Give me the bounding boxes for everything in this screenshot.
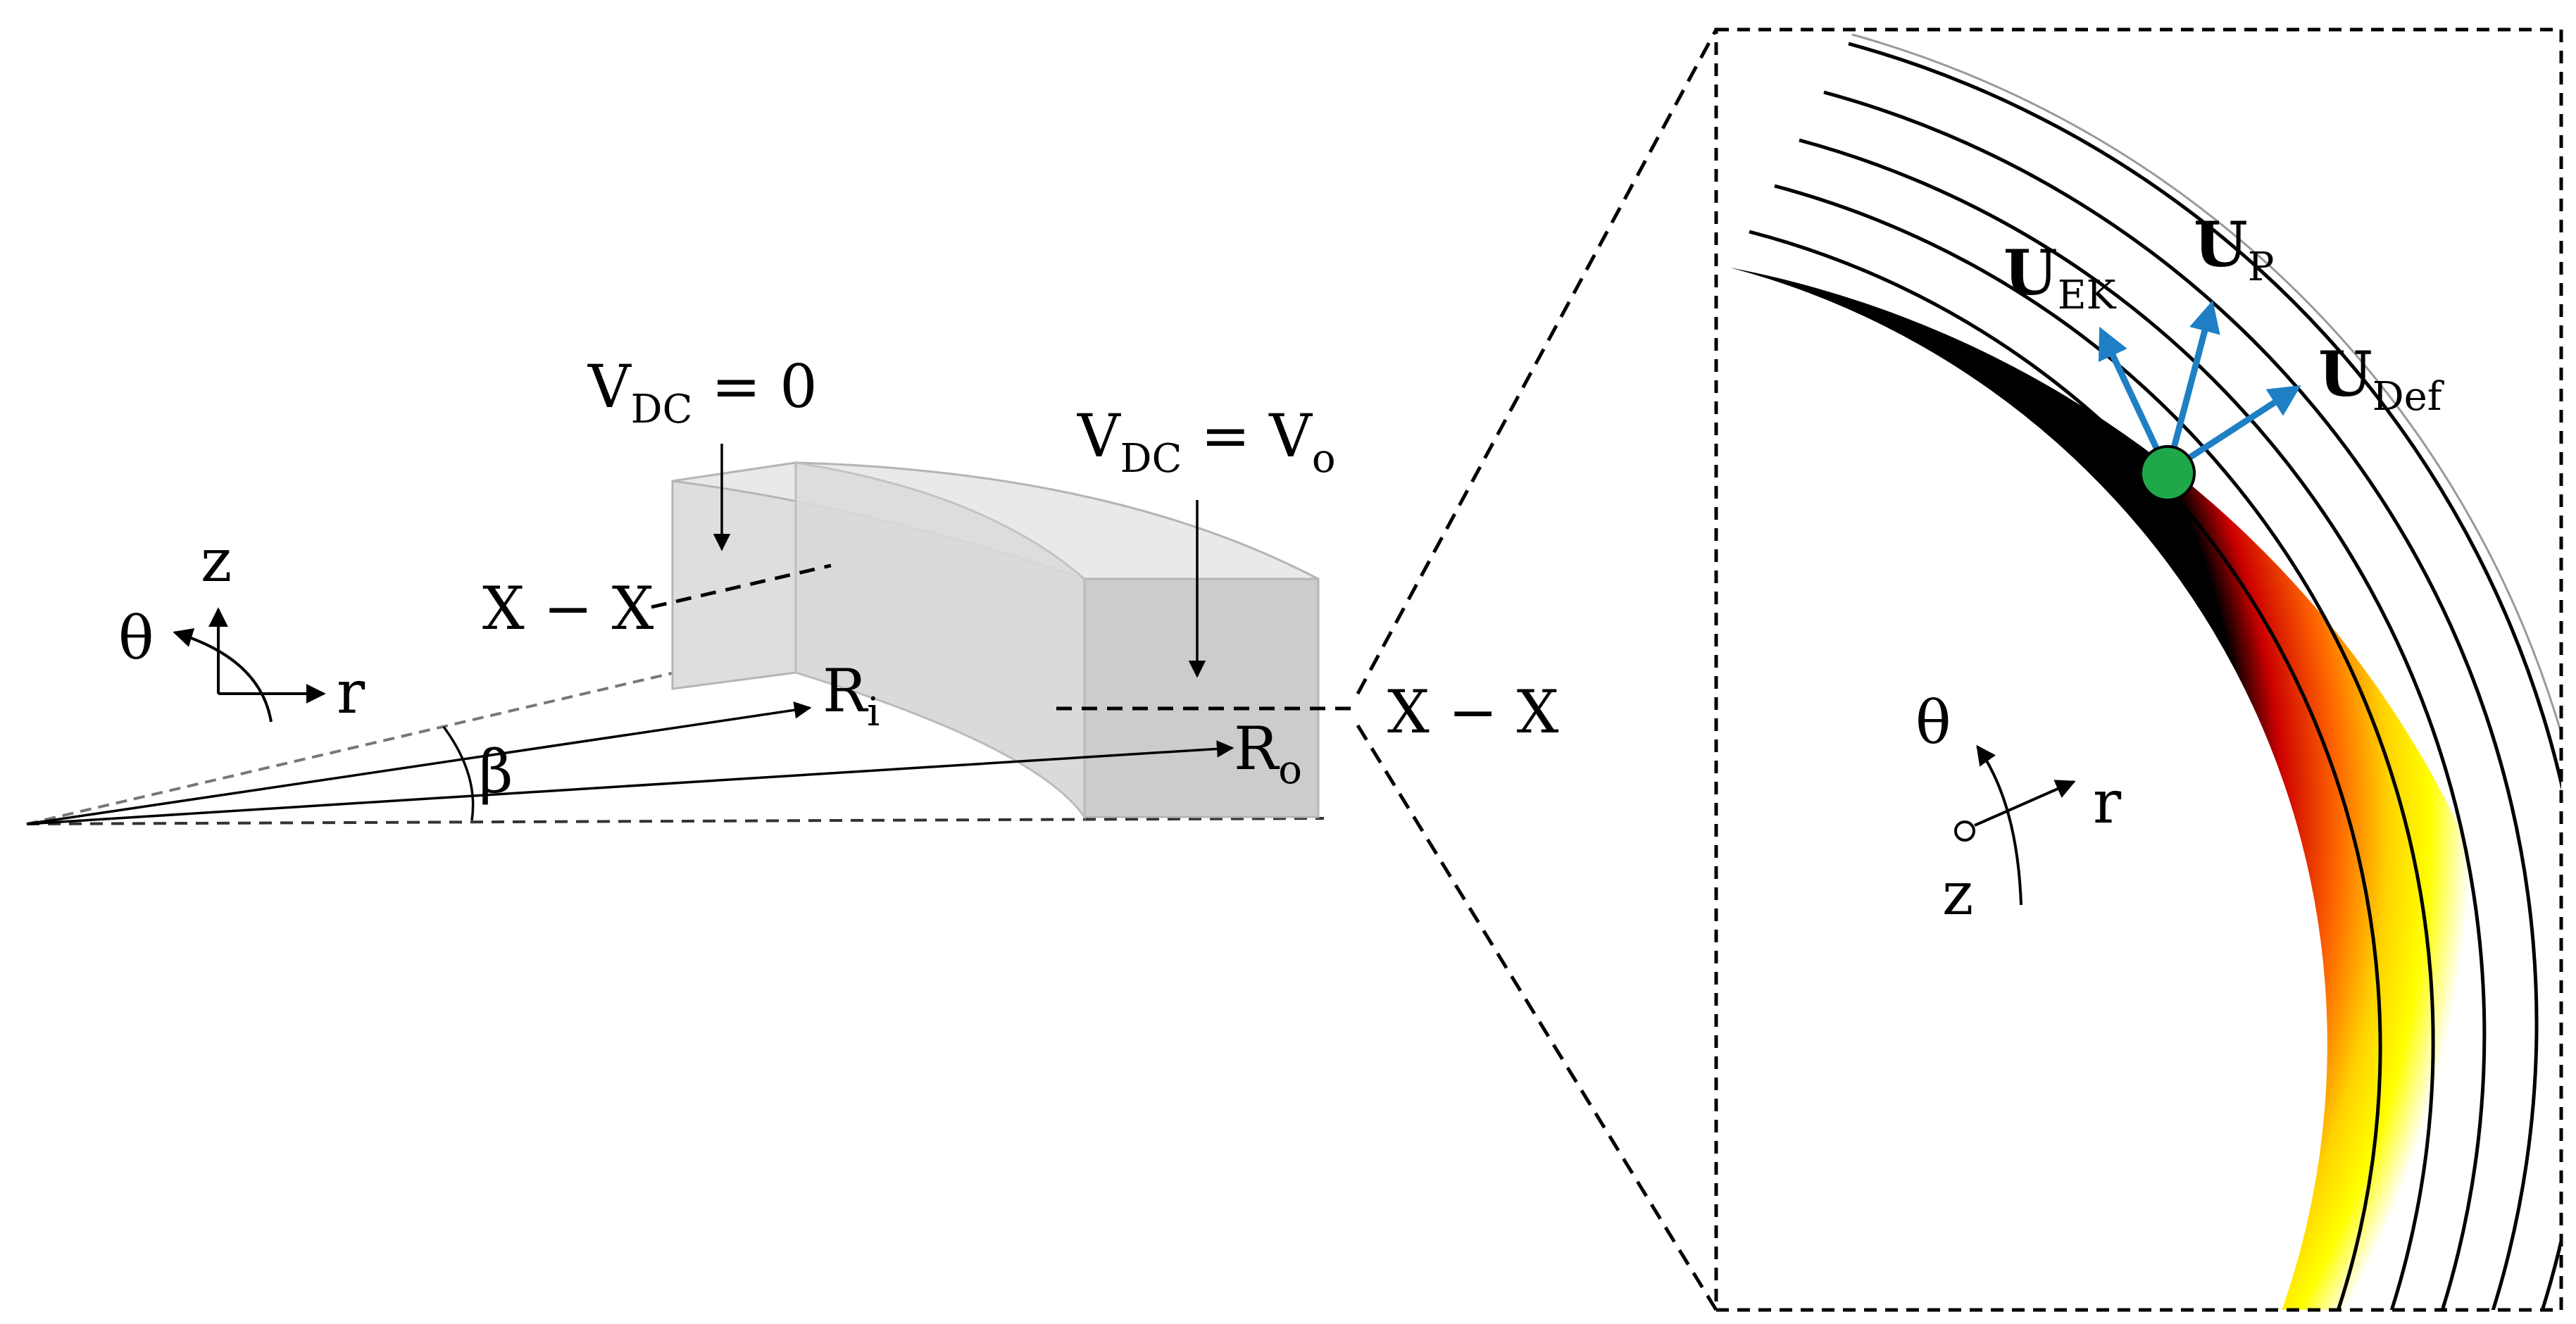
streamline-1 — [1749, 230, 2382, 1310]
streamline-3 — [1799, 138, 2487, 1310]
section-label-right: X − X — [1387, 677, 1559, 747]
r-axis-label-inset: r — [2093, 768, 2122, 837]
theta-axis-label: θ — [118, 604, 154, 673]
vector-u-p-arrow — [2164, 300, 2220, 473]
streamline-2 — [1774, 184, 2435, 1310]
boundary-inner-label: VDC = 0 — [587, 352, 818, 432]
section-label-left: X − X — [482, 574, 654, 643]
theta-arc-inset — [1976, 744, 2022, 906]
section-line-left — [651, 563, 832, 609]
inset-border — [1714, 27, 2563, 1312]
vector-u-p-label: UP — [2194, 208, 2274, 290]
band-outer-edge — [1851, 33, 2561, 1310]
streamline-5 — [1848, 42, 2561, 1310]
z-axis-circle — [1954, 820, 1975, 842]
guide-line-base — [26, 817, 1325, 825]
guide-line-top — [26, 671, 675, 825]
r-axis-arrow-inset — [1974, 780, 2076, 827]
coord-axes-left: z θ r — [118, 526, 365, 727]
radius-inner-label: Ri — [823, 656, 880, 735]
connector-line-top — [1356, 28, 1718, 695]
radius-outer-arrow — [26, 740, 1234, 825]
particle — [2139, 445, 2196, 501]
radius-inner-arrow — [26, 701, 812, 825]
streamline-4 — [1823, 90, 2539, 1310]
z-axis-label-inset: z — [1942, 859, 1973, 928]
radius-outer-label: Ro — [1234, 714, 1302, 793]
annular-sector-3d — [26, 461, 1325, 825]
vector-u-def-label: UDef — [2318, 337, 2445, 420]
theta-arc-left — [173, 627, 273, 723]
connector-line-bottom — [1356, 724, 1718, 1311]
vector-u-ek-label: UEK — [2003, 236, 2117, 318]
gradient-band — [1730, 267, 2561, 1310]
z-axis-label: z — [201, 526, 232, 595]
inset-panel: UEK UP UDef θ r z — [1714, 27, 2563, 1312]
inner-face — [794, 461, 1086, 820]
r-axis-label: r — [337, 658, 365, 727]
beta-arc — [442, 725, 475, 821]
boundary-outer-label: VDC = Vo — [1077, 401, 1336, 482]
coord-axes-inset: θ r z — [1915, 688, 2122, 928]
beta-label: β — [479, 737, 513, 806]
theta-axis-label-inset: θ — [1915, 688, 1951, 757]
